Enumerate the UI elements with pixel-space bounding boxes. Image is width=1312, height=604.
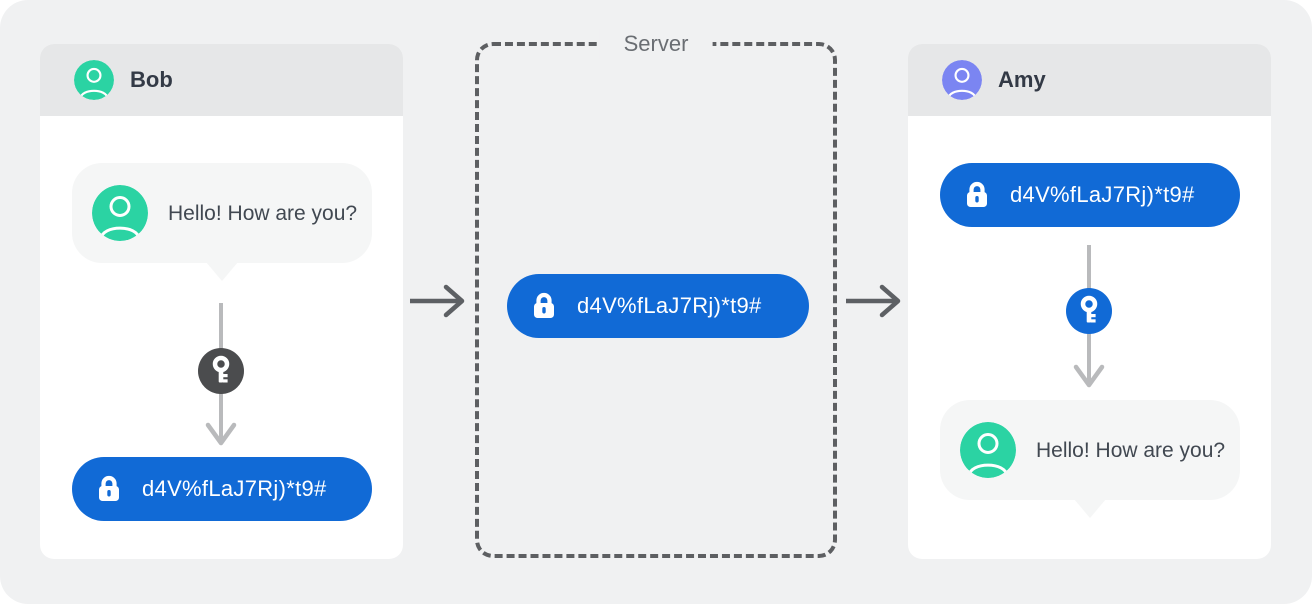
bob-plain-message-text: Hello! How are you?	[168, 201, 358, 225]
server-box: Server d4V%fLaJ7Rj)*t9#	[475, 29, 837, 558]
server-to-amy-arrow-right-icon	[846, 284, 901, 318]
sender-avatar-user-icon	[92, 185, 148, 241]
lock-icon	[967, 181, 987, 207]
key-glyph	[1080, 295, 1098, 323]
key-glyph	[212, 355, 230, 383]
lock-icon	[534, 292, 554, 318]
amy-panel-header: Amy	[908, 44, 1271, 116]
amy-encrypted-message-pill: d4V%fLaJ7Rj)*t9#	[940, 163, 1240, 227]
server-encrypted-text: d4V%fLaJ7Rj)*t9#	[577, 293, 762, 318]
sender-avatar-user-icon	[960, 422, 1016, 478]
amy-decrypted-message-text: Hello! How are you?	[1036, 438, 1226, 462]
bob-panel: Bob Hello! How are you?	[40, 44, 403, 559]
amy-avatar-user-icon	[942, 60, 982, 100]
server-encrypted-message-pill: d4V%fLaJ7Rj)*t9#	[507, 274, 809, 338]
server-label: Server	[599, 29, 713, 59]
amy-name-label: Amy	[998, 67, 1046, 92]
amy-encrypted-text: d4V%fLaJ7Rj)*t9#	[1010, 182, 1195, 207]
amy-panel: Amy d4V%fLaJ7Rj)*t9#	[908, 44, 1271, 559]
bob-name-label: Bob	[130, 67, 173, 92]
bob-to-server-arrow-right-icon	[410, 284, 465, 318]
bob-encryption-key-icon	[198, 348, 244, 394]
amy-decryption-key-icon	[1066, 288, 1112, 334]
lock-icon	[99, 475, 119, 501]
bob-panel-header: Bob	[40, 44, 403, 116]
bob-plain-message-bubble: Hello! How are you?	[72, 163, 372, 263]
bob-avatar-user-icon	[74, 60, 114, 100]
bob-encrypted-message-pill: d4V%fLaJ7Rj)*t9#	[72, 457, 372, 521]
amy-decrypted-message-bubble: Hello! How are you?	[940, 400, 1240, 500]
bob-encrypted-text: d4V%fLaJ7Rj)*t9#	[142, 476, 327, 501]
